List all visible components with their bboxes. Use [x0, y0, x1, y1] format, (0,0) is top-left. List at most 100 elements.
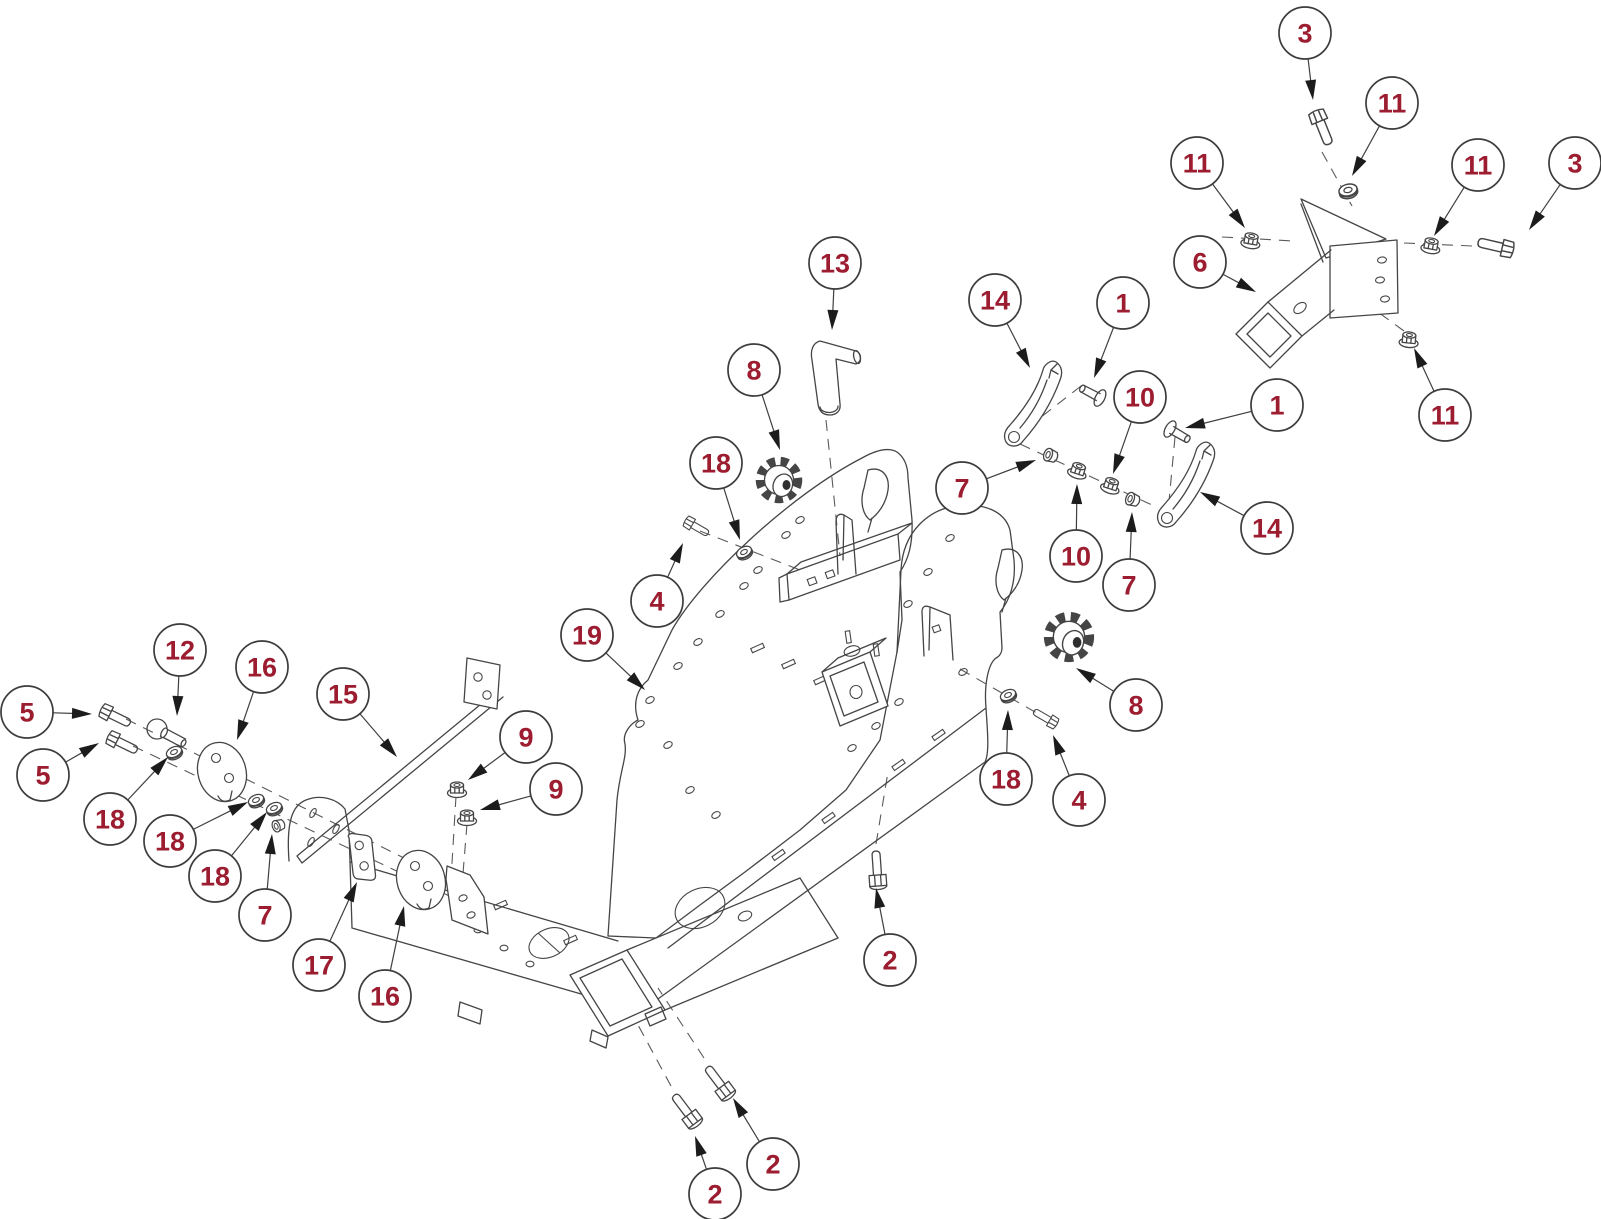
callout-leader-line	[723, 487, 736, 525]
callout-18-27[interactable]: 18	[83, 757, 168, 846]
part-arm-14a	[1003, 360, 1063, 447]
part-nut-11c	[1419, 235, 1443, 256]
callout-balloon[interactable]	[1173, 235, 1227, 289]
callout-balloon[interactable]	[143, 814, 197, 868]
callout-16-21[interactable]: 16	[235, 640, 289, 740]
callout-7-30[interactable]: 7	[238, 834, 292, 942]
callout-balloon[interactable]	[1250, 378, 1304, 432]
callout-balloon[interactable]	[238, 888, 292, 942]
callout-balloon[interactable]	[630, 574, 684, 628]
callout-14-8[interactable]: 14	[968, 273, 1030, 368]
callout-11-3[interactable]: 11	[1434, 138, 1505, 236]
callout-balloon[interactable]	[1548, 136, 1601, 190]
callout-7-14[interactable]: 7	[935, 460, 1036, 515]
callout-balloon[interactable]	[153, 623, 207, 677]
callout-balloon[interactable]	[292, 938, 346, 992]
callout-8-33[interactable]: 8	[1076, 668, 1163, 732]
part-washer-18b	[733, 543, 756, 563]
callout-balloon[interactable]	[1049, 529, 1103, 583]
callout-balloon[interactable]	[688, 1167, 742, 1219]
callout-number: 10	[1061, 542, 1091, 572]
callout-number: 11	[1378, 89, 1407, 119]
callout-leader-line	[127, 768, 158, 801]
callout-arrowhead-icon	[71, 707, 92, 719]
callout-3-0[interactable]: 3	[1278, 6, 1332, 100]
callout-17-31[interactable]: 17	[292, 882, 357, 992]
callout-balloon[interactable]	[1278, 6, 1332, 60]
callout-15-23[interactable]: 15	[316, 667, 397, 757]
callout-number: 14	[980, 286, 1010, 316]
callout-balloon[interactable]	[16, 748, 70, 802]
callout-number: 12	[165, 636, 195, 666]
callout-4-18[interactable]: 4	[630, 543, 684, 628]
callout-balloon[interactable]	[968, 273, 1022, 327]
callout-arrowhead-icon	[1001, 710, 1013, 731]
callout-balloon[interactable]	[1365, 76, 1419, 130]
callout-balloon[interactable]	[727, 343, 781, 397]
callout-6-5[interactable]: 6	[1173, 235, 1256, 292]
callout-balloon[interactable]	[1451, 138, 1505, 192]
callout-13-7[interactable]: 13	[808, 236, 862, 330]
callout-balloon[interactable]	[235, 640, 289, 694]
callout-18-13[interactable]: 18	[689, 436, 743, 540]
callout-10-16[interactable]: 10	[1049, 484, 1103, 583]
callout-balloon[interactable]	[1113, 370, 1167, 424]
callout-9-25[interactable]: 9	[468, 710, 553, 780]
callout-16-32[interactable]: 16	[358, 906, 412, 1023]
callout-balloon[interactable]	[0, 685, 54, 739]
callout-19-19[interactable]: 19	[560, 608, 645, 690]
callout-7-17[interactable]: 7	[1102, 512, 1156, 612]
callout-balloon[interactable]	[1102, 558, 1156, 612]
callout-balloon[interactable]	[979, 752, 1033, 806]
callout-balloon[interactable]	[83, 792, 137, 846]
callout-balloon[interactable]	[1418, 388, 1472, 442]
callout-balloon[interactable]	[529, 762, 583, 816]
callout-balloon[interactable]	[1052, 773, 1106, 827]
callout-number: 16	[247, 653, 277, 683]
callout-14-15[interactable]: 14	[1200, 492, 1294, 555]
callout-10-10[interactable]: 10	[1113, 370, 1167, 474]
callout-5-24[interactable]: 5	[16, 743, 99, 802]
callout-balloon[interactable]	[935, 461, 989, 515]
callout-11-6[interactable]: 11	[1414, 348, 1472, 442]
callout-2-36[interactable]: 2	[863, 888, 917, 987]
callout-number: 15	[328, 680, 358, 710]
callout-11-1[interactable]: 11	[1352, 76, 1419, 176]
callout-balloon[interactable]	[746, 1137, 800, 1191]
callout-arrowhead-icon	[78, 743, 99, 758]
callout-balloon[interactable]	[316, 667, 370, 721]
callout-18-34[interactable]: 18	[979, 710, 1033, 806]
part-washer-11a	[1336, 181, 1360, 202]
callout-4-35[interactable]: 4	[1052, 735, 1106, 827]
callout-2-38[interactable]: 2	[688, 1136, 742, 1219]
callout-5-22[interactable]: 5	[0, 685, 92, 739]
callout-balloon[interactable]	[863, 933, 917, 987]
callout-3-4[interactable]: 3	[1529, 136, 1601, 230]
callout-number: 5	[35, 761, 50, 791]
callout-balloon[interactable]	[499, 710, 553, 764]
callout-balloon[interactable]	[689, 436, 743, 490]
callout-balloon[interactable]	[560, 608, 614, 662]
part-bolt-2b	[699, 1061, 738, 1104]
callout-balloon[interactable]	[358, 969, 412, 1023]
callout-balloon[interactable]	[1240, 501, 1294, 555]
part-nut-11d	[1398, 330, 1420, 350]
part-bolt-4b	[1030, 705, 1061, 731]
callout-balloon[interactable]	[1170, 136, 1224, 190]
callout-18-28[interactable]: 18	[143, 802, 248, 868]
callout-1-11[interactable]: 1	[1185, 378, 1304, 432]
callout-8-12[interactable]: 8	[727, 343, 781, 450]
callout-number: 7	[1121, 571, 1136, 601]
callout-balloon[interactable]	[188, 849, 242, 903]
callout-1-9[interactable]: 1	[1094, 276, 1150, 378]
callout-2-37[interactable]: 2	[733, 1098, 800, 1191]
callout-balloon[interactable]	[1096, 276, 1150, 330]
callout-18-29[interactable]: 18	[188, 812, 267, 903]
callout-balloon[interactable]	[808, 236, 862, 290]
callout-11-2[interactable]: 11	[1170, 136, 1245, 228]
callout-9-26[interactable]: 9	[480, 762, 583, 816]
callout-number: 18	[155, 827, 185, 857]
callout-balloon[interactable]	[1109, 678, 1163, 732]
callout-12-20[interactable]: 12	[153, 623, 207, 716]
